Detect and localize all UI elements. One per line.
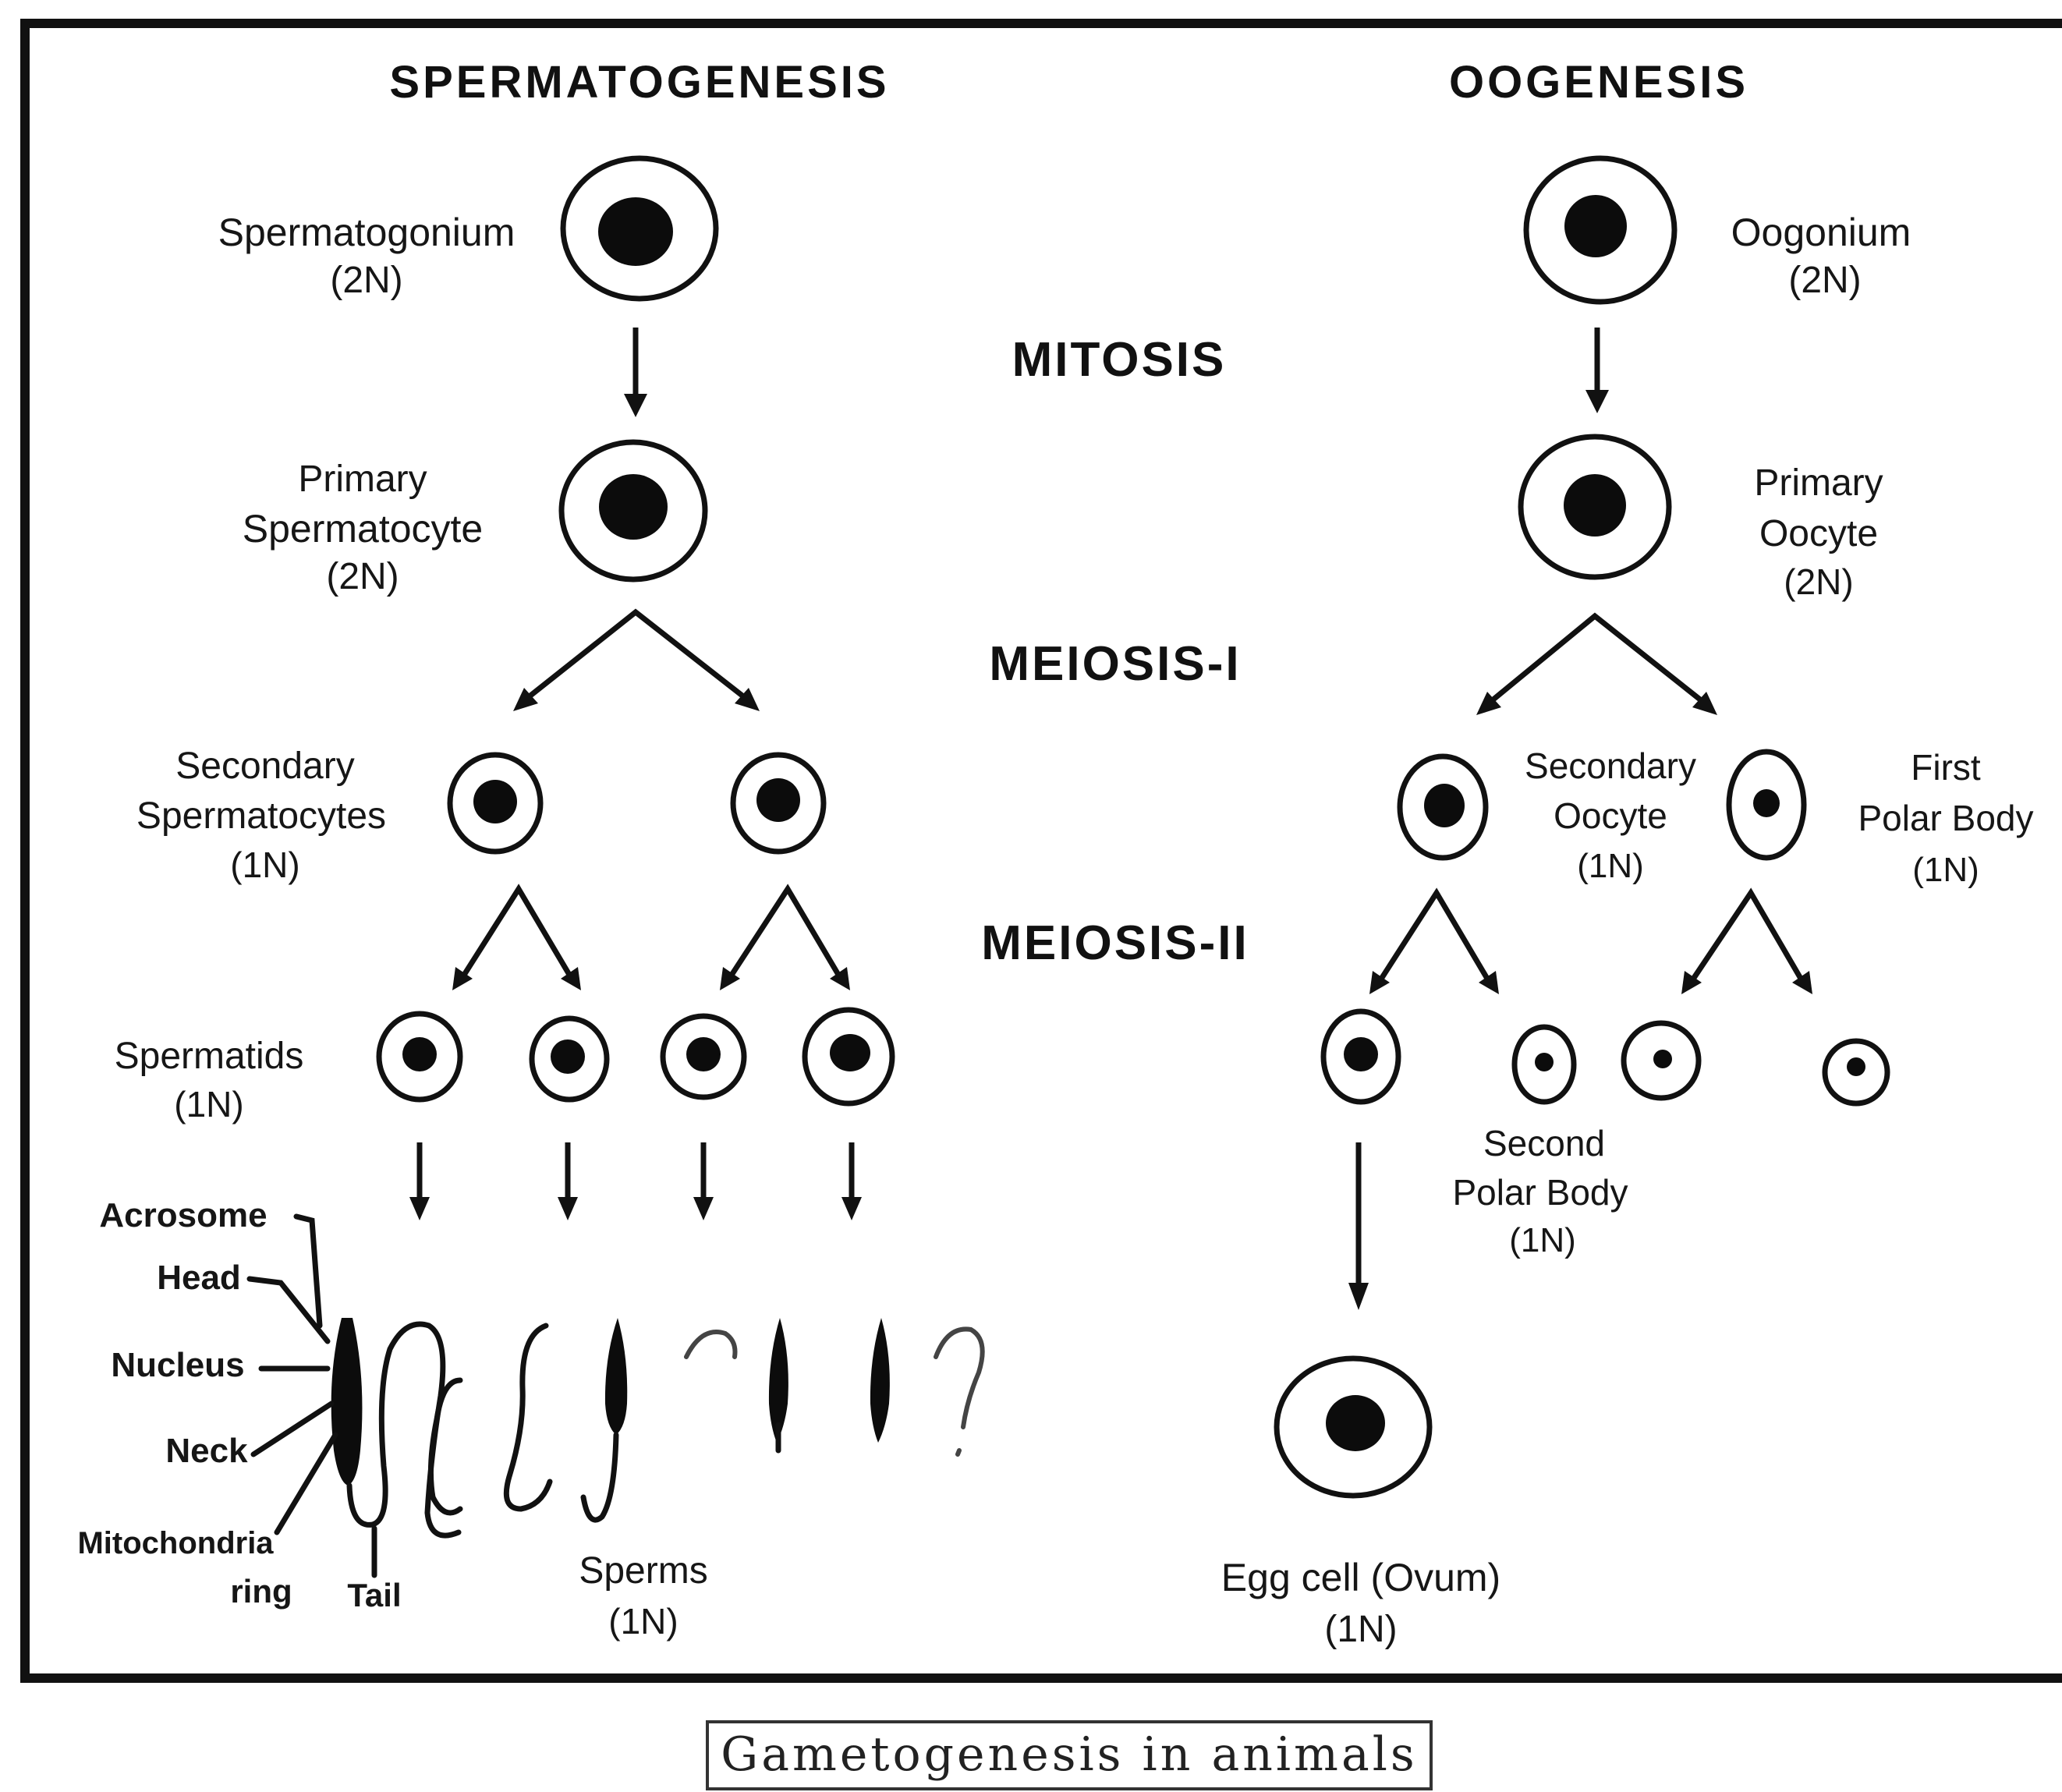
ovum-arrow <box>1348 1142 1369 1310</box>
second-polar-body-ploidy: (1N) <box>1509 1221 1576 1259</box>
spermiogenesis-arrows <box>409 1142 862 1220</box>
sperm-cell-4 <box>684 1318 985 1457</box>
spermatogenesis-heading: SPERMATOGENESIS <box>389 57 889 108</box>
primary-spermatocyte-label-1: Primary <box>298 459 427 500</box>
spermatogonium-label: Spermatogonium <box>218 211 516 254</box>
tail-label: Tail <box>347 1577 401 1613</box>
sperms-label: Sperms <box>579 1550 707 1592</box>
second-polar-body-label-1: Second <box>1483 1123 1605 1163</box>
polar-body-cell-2 <box>1621 1020 1702 1101</box>
first-polar-body-label-2: Polar Body <box>1858 798 2033 838</box>
ootid-cell <box>1320 1008 1401 1105</box>
secondary-spermatocytes-label-2: Spermatocytes <box>136 795 386 837</box>
meiosis-i-arrows-oocyte <box>1476 612 1717 715</box>
first-polar-body-ploidy: (1N) <box>1912 851 1979 889</box>
ovum-ploidy: (1N) <box>1324 1609 1397 1650</box>
figure-caption: Gametogenesis in animals <box>721 1727 1417 1782</box>
primary-spermatocyte-ploidy: (2N) <box>326 556 399 597</box>
meiosis-ii-label: MEIOSIS-II <box>981 916 1249 970</box>
oogonium-cell <box>1523 155 1678 305</box>
primary-oocyte-label-1: Primary <box>1754 462 1883 504</box>
spermatogonium-cell <box>560 155 719 302</box>
sperm-cell-2 <box>427 1377 463 1516</box>
mitochondria-label-2: ring <box>230 1573 292 1610</box>
sperms-ploidy: (1N) <box>608 1601 678 1641</box>
caption-box <box>706 1720 1433 1790</box>
meiosis-ii-arrows-polar <box>1681 887 1812 994</box>
second-polar-body-cell <box>1511 1024 1577 1105</box>
ovum-label: Egg cell (Ovum) <box>1221 1556 1500 1599</box>
secondary-oocyte-cell <box>1397 753 1489 861</box>
mitosis-arrow-sperm <box>624 328 647 417</box>
primary-oocyte-ploidy: (2N) <box>1784 561 1853 602</box>
spermatid-cell-1 <box>376 1011 463 1103</box>
head-label: Head <box>157 1259 241 1297</box>
meiosis-i-label: MEIOSIS-I <box>989 637 1241 691</box>
primary-spermatocyte-label-2: Spermatocyte <box>243 507 483 551</box>
ovum-cell <box>1274 1355 1433 1499</box>
polar-body-cell-3 <box>1822 1038 1890 1107</box>
secondary-spermatocyte-cell-1 <box>447 752 544 855</box>
oogonium-ploidy: (2N) <box>1788 260 1861 301</box>
spermatids-label: Spermatids <box>115 1036 304 1077</box>
sperm-cell-3 <box>503 1318 628 1523</box>
secondary-oocyte-label-1: Secondary <box>1525 745 1696 786</box>
primary-spermatocyte-cell <box>558 439 708 583</box>
mitochondria-label-1: Mitochondria <box>77 1526 274 1560</box>
primary-oocyte-label-2: Oocyte <box>1759 513 1878 554</box>
acrosome-label: Acrosome <box>99 1196 267 1234</box>
secondary-oocyte-label-2: Oocyte <box>1554 795 1667 836</box>
spermatogonium-ploidy: (2N) <box>330 260 402 301</box>
oogenesis-heading: OOGENESIS <box>1449 57 1748 108</box>
spermatid-cell-2 <box>529 1015 610 1103</box>
first-polar-body-label-1: First <box>1911 747 1981 788</box>
spermatid-cell-4 <box>802 1007 895 1107</box>
nucleus-label: Nucleus <box>111 1346 244 1384</box>
secondary-spermatocyte-cell-2 <box>730 752 827 855</box>
sperm-cell-1 <box>331 1318 462 1539</box>
meiosis-ii-arrows-oocyte <box>1369 887 1499 994</box>
secondary-spermatocytes-ploidy: (1N) <box>230 845 299 885</box>
first-polar-body-cell <box>1726 749 1807 861</box>
meiosis-i-arrows-sperm <box>513 608 760 711</box>
secondary-oocyte-ploidy: (1N) <box>1577 847 1644 885</box>
neck-label: Neck <box>165 1432 248 1470</box>
sperm-part-leader-lines <box>246 1213 377 1578</box>
oogonium-label: Oogonium <box>1731 211 1911 254</box>
mitosis-arrow-oocyte <box>1585 328 1609 413</box>
second-polar-body-label-2: Polar Body <box>1452 1172 1628 1213</box>
diagram-frame <box>20 19 2062 1683</box>
mitosis-label: MITOSIS <box>1012 333 1227 387</box>
spermatids-ploidy: (1N) <box>174 1084 243 1124</box>
secondary-spermatocytes-label-1: Secondary <box>175 745 354 787</box>
meiosis-ii-arrows-sperm-1 <box>452 884 581 990</box>
meiosis-ii-arrows-sperm-2 <box>720 884 850 990</box>
primary-oocyte-cell <box>1518 434 1672 580</box>
spermatid-cell-3 <box>660 1013 747 1100</box>
